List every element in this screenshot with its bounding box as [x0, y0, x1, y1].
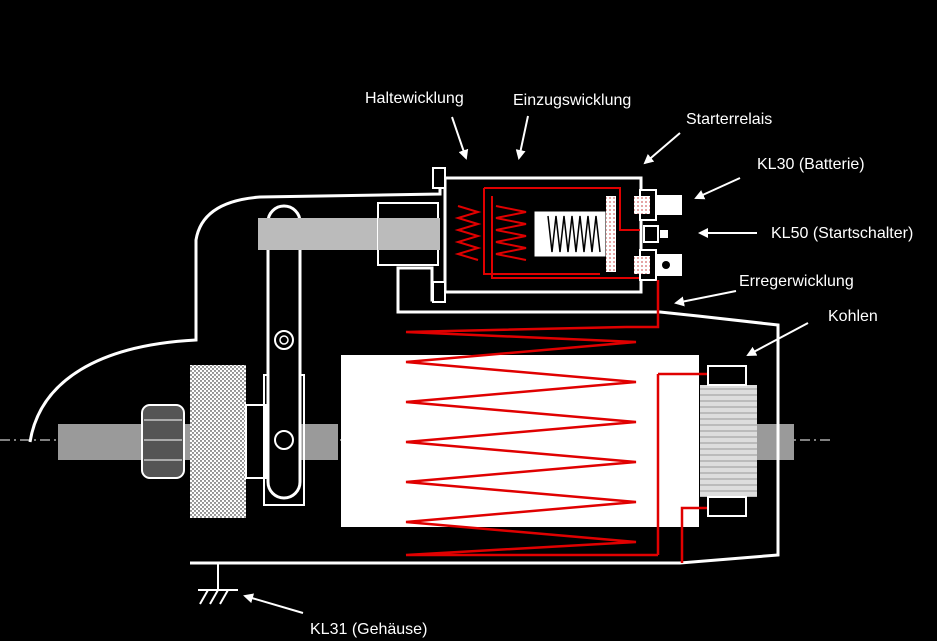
- overrunning-clutch: [190, 365, 246, 518]
- shaft-end: [757, 424, 794, 460]
- label-kohlen: Kohlen: [828, 308, 878, 325]
- pull-in-winding-coil: [495, 205, 527, 261]
- terminal-main-out: [634, 249, 682, 281]
- housing: [28, 168, 442, 443]
- housing-lower: [190, 266, 780, 565]
- field-feed-wire: [626, 280, 660, 329]
- leader-arrows: [243, 115, 809, 614]
- shift-lever: [266, 204, 302, 500]
- terminal-kl50: [643, 225, 668, 243]
- terminal-kl30: [634, 189, 682, 221]
- ground-symbol: [198, 563, 238, 605]
- lever-pivot-bottom: [274, 430, 294, 450]
- pinion-gear: [141, 404, 185, 479]
- armature: [341, 355, 699, 527]
- contact-plate: [606, 196, 616, 272]
- field-winding: [405, 325, 658, 557]
- engaging-sleeve: [245, 404, 267, 479]
- hold-winding-coil: [454, 205, 482, 261]
- label-kl31: KL31 (Gehäuse): [310, 621, 428, 638]
- label-kl30: KL30 (Batterie): [757, 156, 865, 173]
- label-haltewicklung: Haltewicklung: [365, 90, 464, 107]
- lever-pivot: [274, 330, 294, 350]
- label-erregerwicklung: Erregerwicklung: [739, 273, 854, 290]
- commutator: [700, 385, 757, 497]
- brush-bottom: [707, 496, 747, 517]
- label-kl50: KL50 (Startschalter): [771, 225, 914, 242]
- brush-top: [707, 365, 747, 386]
- return-spring: [547, 215, 601, 253]
- label-starterrelais: Starterrelais: [686, 111, 773, 128]
- label-einzugswicklung: Einzugswicklung: [513, 92, 632, 109]
